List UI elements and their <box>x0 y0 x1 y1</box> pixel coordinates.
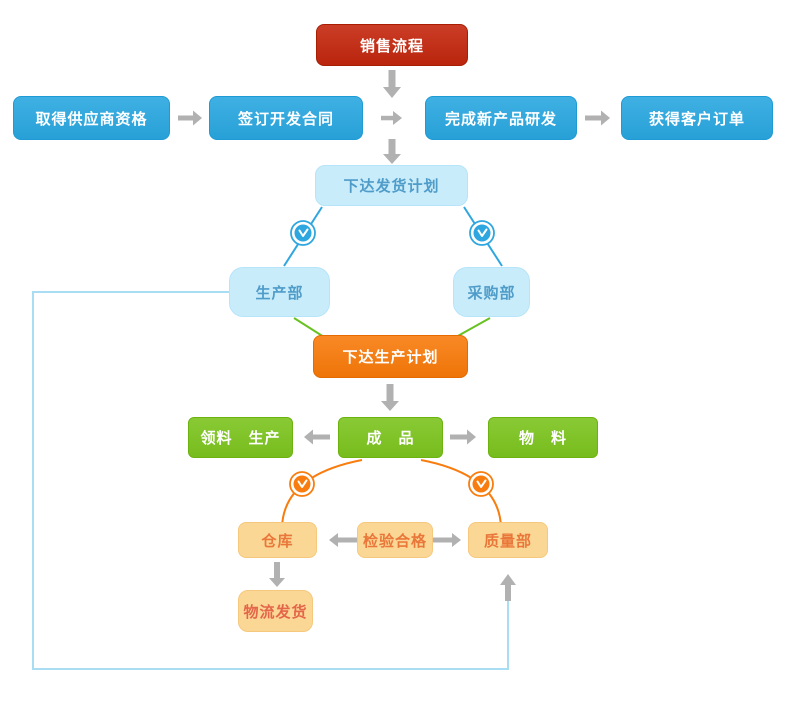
node-sales-process: 销售流程 <box>316 24 468 66</box>
arrow-sales-down <box>383 70 401 98</box>
connector-production-prodplan <box>293 317 325 338</box>
clock-icon-blue-right <box>469 220 495 246</box>
node-logistics-shipping: 物流发货 <box>238 590 313 632</box>
connector-feedback-loop <box>32 291 509 670</box>
arrow-finished-to-material <box>450 429 476 445</box>
node-production-plan: 下达生产计划 <box>313 335 468 378</box>
node-development-contract: 签订开发合同 <box>209 96 363 140</box>
arrow-inspect-to-quality <box>433 533 461 547</box>
node-material: 物 料 <box>488 417 598 458</box>
node-supplier-qualification: 取得供应商资格 <box>13 96 170 140</box>
arrow-prodplan-down <box>381 384 399 411</box>
clock-icon-orange-left <box>289 471 315 497</box>
node-quality-dept: 质量部 <box>468 522 548 558</box>
arrow-contract-to-rd <box>381 111 402 125</box>
node-material-pick-production: 领料 生产 <box>188 417 293 458</box>
arrow-finished-to-pick <box>304 429 330 445</box>
clock-icon-blue-left <box>290 220 316 246</box>
node-customer-order: 获得客户订单 <box>621 96 773 140</box>
arrow-down-to-shipplan <box>383 139 401 164</box>
node-production-dept: 生产部 <box>229 267 330 317</box>
node-inspection-pass: 检验合格 <box>357 522 433 558</box>
arrow-warehouse-to-logistics <box>269 562 285 587</box>
clock-icon-orange-right <box>468 471 494 497</box>
arrow-supplier-to-contract <box>178 110 202 126</box>
arrow-loop-to-quality <box>500 574 516 601</box>
connector-purchasing-prodplan <box>455 317 491 338</box>
node-warehouse: 仓库 <box>238 522 317 558</box>
node-shipping-plan: 下达发货计划 <box>315 165 468 206</box>
arrow-inspect-to-warehouse <box>329 533 357 547</box>
node-purchasing-dept: 采购部 <box>453 267 530 317</box>
arrow-rd-to-order <box>585 110 610 126</box>
node-new-product-rd: 完成新产品研发 <box>425 96 577 140</box>
node-finished-product: 成 品 <box>338 417 443 458</box>
